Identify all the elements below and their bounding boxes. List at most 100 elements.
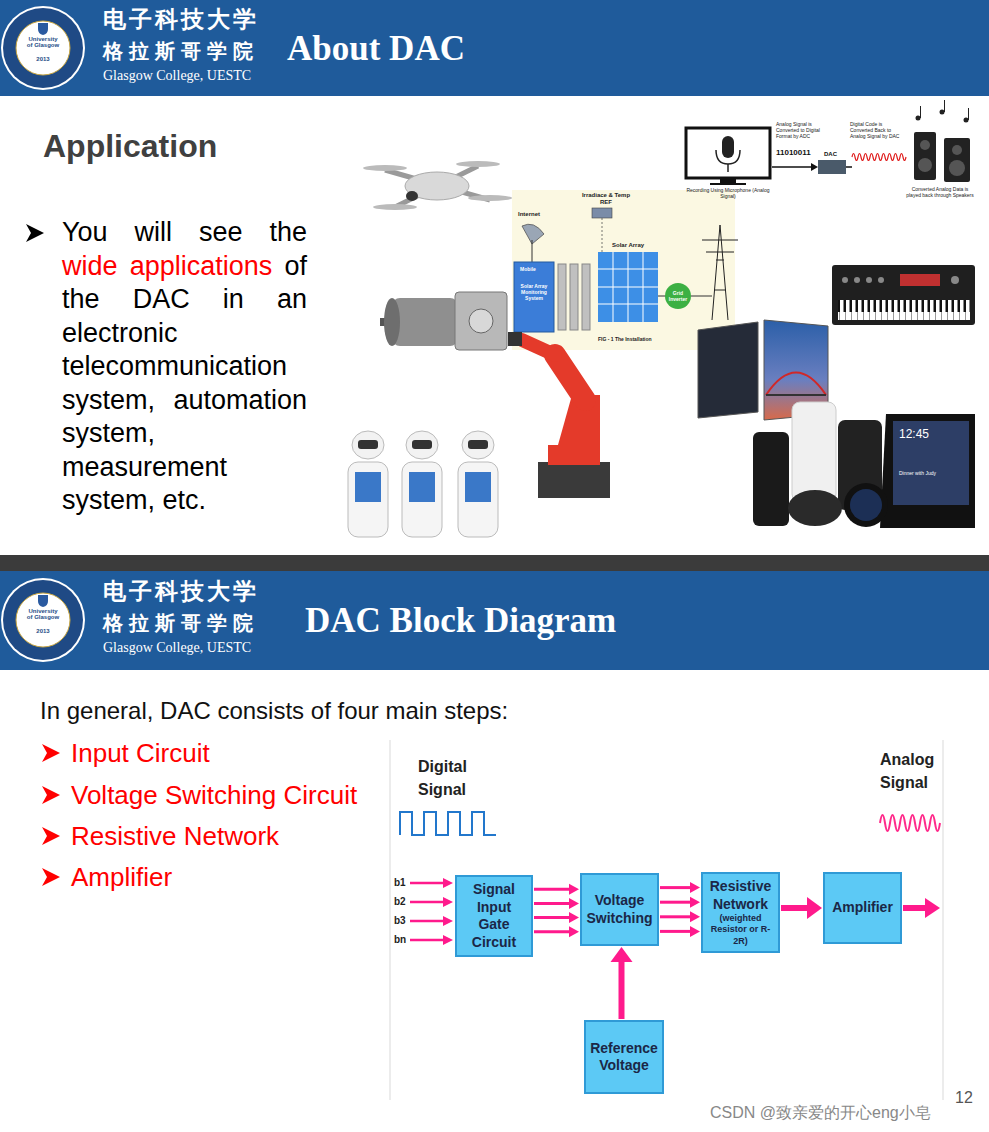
arrow-head [569,926,579,937]
solar-installation-picture-part [691,296,712,297]
service-robot-picture [348,431,498,537]
output-arrow-part [925,898,940,918]
audio-chain-picture-part [920,106,921,118]
box-content: Reference Voltage [589,1040,659,1075]
input-arrow-part [443,935,453,945]
header-bar [0,0,989,96]
figure-note: Digital Code is Converted Back to Analog… [850,121,906,139]
service-robot-picture-part [348,462,388,537]
robot-arm-picture-part [538,462,610,498]
college-name: 电子科技大学 [103,578,259,606]
drone-picture-part [406,191,418,201]
keyboard-picture [832,265,975,325]
keyboard-picture-part [900,274,940,286]
smart-speaker-picture-part [850,489,882,521]
keyboard-picture-part [951,276,959,284]
slide-title: DAC Block Diagram [305,600,616,642]
input-arrow-part [443,878,453,888]
drone-picture-part [405,172,469,200]
figure-note: DAC [824,151,837,158]
header-bar-part [0,571,989,670]
box-note: (weighted Resistor or R-2R) [706,913,775,947]
audio-chain-picture-part [916,116,921,121]
input-arrow-part [410,882,444,885]
motor-picture-part [455,292,507,350]
process-box: Signal Input Gate Circuit [455,875,533,957]
motor-picture [380,292,507,350]
service-robot-picture-part [465,472,491,502]
frame-line-part [943,740,944,1100]
arrow-head [690,911,700,922]
process-box: Reference Voltage [584,1020,664,1094]
service-robot-picture-part [358,440,378,449]
box-label: Voltage Switching [585,892,654,927]
arrow-head [807,897,822,919]
motor-picture-part [392,298,458,346]
college-name: 电子科技大学 [103,6,259,34]
audio-chain-picture-part [811,163,818,171]
box-content: Resistive Network(weighted Resistor or R… [706,878,775,947]
logo-year: 2013 [33,56,53,63]
smart-speaker-picture [753,402,975,528]
audio-chain-picture-part [920,140,930,150]
solar-installation-picture [512,190,738,350]
audio-chain-picture-part [727,164,729,172]
digital-waveform [400,812,496,835]
box-label: Reference Voltage [589,1040,659,1075]
step-item: Input Circuit [71,738,210,769]
input-arrow-part [410,920,444,923]
slide-divider [0,555,989,571]
drone-picture-part [468,195,512,201]
step-item: Voltage Switching Circuit [71,780,357,811]
drone-picture [363,161,512,210]
arrow-head [690,926,700,937]
signal-arrow [534,898,579,909]
smart-speaker-picture-part [792,402,836,502]
watermark: CSDN @致亲爱的开心eng小皂 [710,1103,931,1122]
screen-text: 12:45 [899,427,929,441]
figure-note: Converted Analog Data is played back thr… [906,186,974,198]
audio-chain-picture-part [716,150,740,164]
process-box: Amplifier [823,872,902,944]
analog-waveform [880,815,940,831]
arrow-shaft [534,902,569,905]
solar-installation-picture-part [592,208,612,218]
arrow-shaft [660,886,690,889]
signal-arrow [660,897,700,908]
process-box: Voltage Switching [580,873,659,946]
step-item: Resistive Network [71,821,279,852]
box-label: Amplifier [828,899,897,917]
service-robot-picture-part [462,431,494,459]
input-arrow-part [443,916,453,926]
arrow-head [569,912,579,923]
smart-speaker-picture-part [788,490,842,526]
motor-picture-part [384,298,400,346]
arrow-head [690,897,700,908]
bullet-text: of the DAC in an electronic telecommunic… [62,251,307,516]
bit-name: b3 [394,915,406,927]
service-robot-picture-part [409,472,435,502]
university-logo-part [38,595,48,607]
box-content: Voltage Switching [585,892,654,927]
bullet-arrow [26,224,44,242]
solar-installation-picture-part [570,264,578,330]
audio-chain-picture-part [846,166,852,168]
arrow-head [611,947,633,962]
box-content: Signal Input Gate Circuit [460,881,528,951]
arrow-head [569,884,579,895]
frame-line [390,740,943,1100]
audio-chain-picture-part [722,136,734,158]
drone-picture-part [456,161,500,167]
service-robot-picture-part [352,431,384,459]
figure-note: Recording Using Microphone (Analog Signa… [686,187,770,199]
box-label: Resistive Network [706,878,775,913]
keyboard-picture-part [878,277,884,283]
output-arrow [903,898,940,918]
screen-text: Dinner with Judy [899,470,936,476]
audio-chain-picture-part [940,110,945,115]
led-screen-picture-part [766,373,826,396]
smart-speaker-picture-part [753,432,789,526]
frame-line-part [390,740,391,1100]
drone-picture-part [385,170,490,200]
audio-chain-picture-part [949,160,965,176]
